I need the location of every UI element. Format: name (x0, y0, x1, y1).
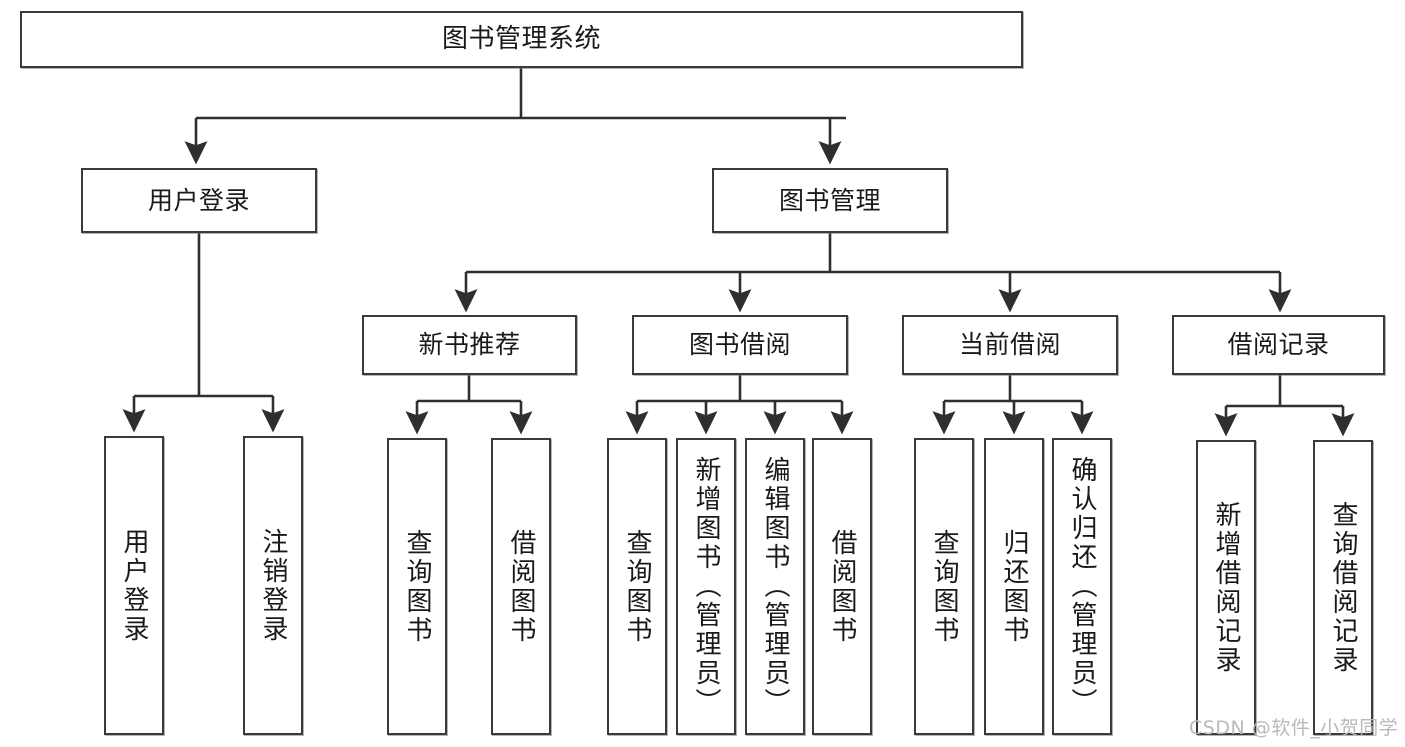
leaf-query-record-label: 查询借阅记录 (1328, 500, 1358, 675)
watermark-text: CSDN @软件_小贺同学 (1189, 717, 1399, 739)
node-user-login[interactable]: 用户登录 (81, 168, 317, 233)
leaf-edit-book[interactable]: 编辑图书（管理员） (745, 438, 805, 735)
leaf-add-record-label: 新增借阅记录 (1211, 500, 1241, 675)
node-root[interactable]: 图书管理系统 (20, 11, 1023, 68)
leaf-logout-login[interactable]: 注销登录 (243, 436, 303, 735)
node-new-book-recommend[interactable]: 新书推荐 (362, 315, 577, 375)
leaf-query-book-1-label: 查询图书 (402, 528, 432, 645)
leaf-return-book[interactable]: 归还图书 (984, 438, 1044, 735)
node-new-book-recommend-label: 新书推荐 (418, 330, 521, 360)
node-book-management[interactable]: 图书管理 (712, 168, 948, 233)
node-borrow-record[interactable]: 借阅记录 (1172, 315, 1385, 375)
leaf-query-book-3-label: 查询图书 (929, 528, 959, 645)
leaf-user-login-label: 用户登录 (119, 527, 149, 644)
node-borrow-record-label: 借阅记录 (1227, 330, 1330, 360)
leaf-add-book-label: 新增图书（管理员） (691, 456, 721, 717)
leaf-query-book-1[interactable]: 查询图书 (387, 438, 447, 735)
leaf-borrow-book-2[interactable]: 借阅图书 (812, 438, 872, 735)
leaf-edit-book-label: 编辑图书（管理员） (760, 456, 790, 717)
leaf-borrow-book-1-label: 借阅图书 (506, 528, 536, 645)
node-user-login-label: 用户登录 (147, 185, 250, 215)
node-book-management-label: 图书管理 (778, 185, 881, 215)
leaf-logout-login-label: 注销登录 (258, 527, 288, 644)
leaf-add-record[interactable]: 新增借阅记录 (1196, 440, 1256, 735)
leaf-return-book-label: 归还图书 (999, 528, 1029, 645)
leaf-user-login[interactable]: 用户登录 (104, 436, 164, 735)
node-book-borrow[interactable]: 图书借阅 (632, 315, 848, 375)
node-book-borrow-label: 图书借阅 (688, 330, 791, 360)
leaf-borrow-book-1[interactable]: 借阅图书 (491, 438, 551, 735)
leaf-add-book[interactable]: 新增图书（管理员） (676, 438, 736, 735)
leaf-query-book-3[interactable]: 查询图书 (914, 438, 974, 735)
leaf-query-record[interactable]: 查询借阅记录 (1313, 440, 1373, 735)
leaf-query-book-2-label: 查询图书 (622, 528, 652, 645)
leaf-confirm-return-label: 确认归还（管理员） (1067, 456, 1097, 717)
leaf-query-book-2[interactable]: 查询图书 (607, 438, 667, 735)
node-current-borrow-label: 当前借阅 (958, 330, 1061, 360)
leaf-borrow-book-2-label: 借阅图书 (827, 528, 857, 645)
leaf-confirm-return[interactable]: 确认归还（管理员） (1052, 438, 1112, 735)
node-root-label: 图书管理系统 (441, 24, 601, 55)
node-current-borrow[interactable]: 当前借阅 (902, 315, 1118, 375)
